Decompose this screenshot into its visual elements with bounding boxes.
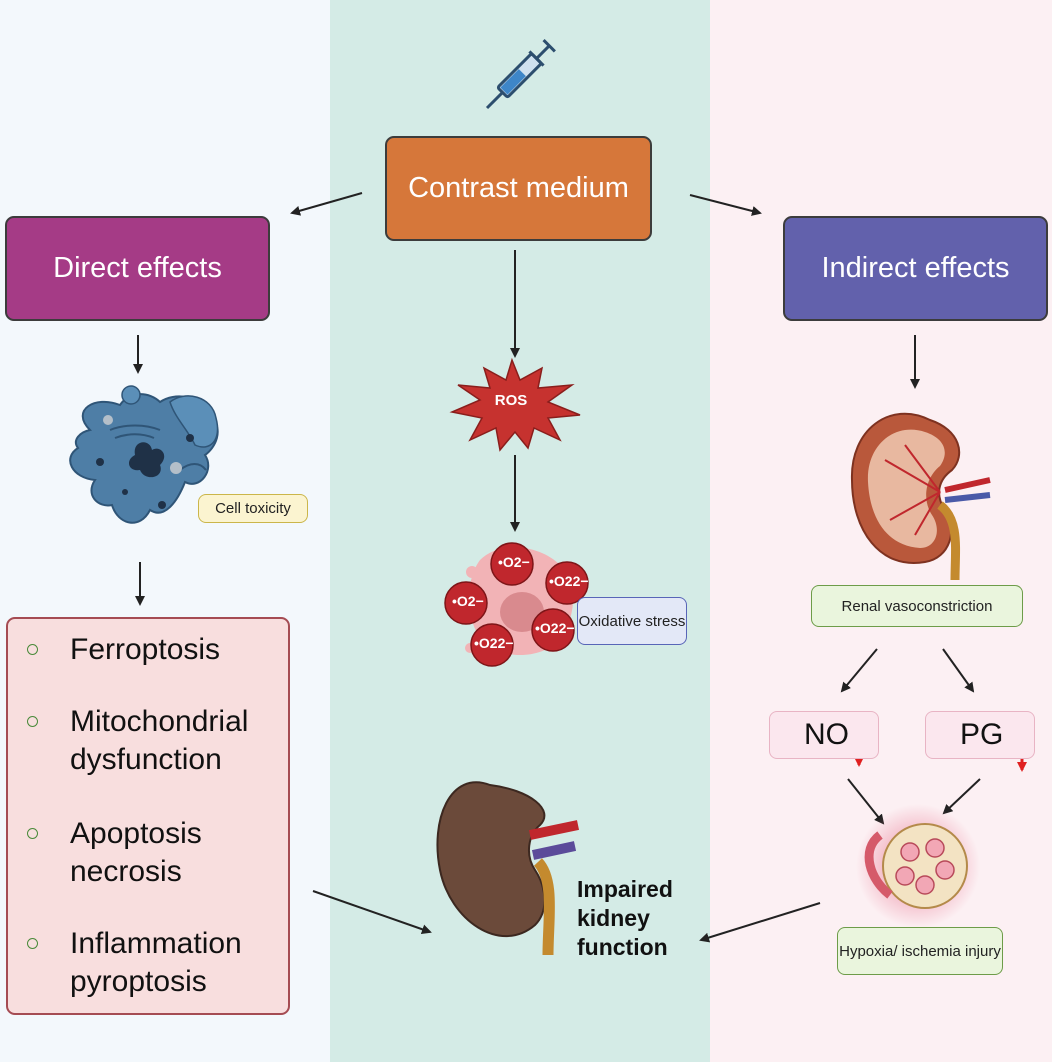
cell-toxicity-text: Cell toxicity: [215, 500, 291, 517]
bullet-icon: [27, 644, 38, 655]
pg-label: PG: [960, 718, 1004, 751]
arrow-renal-to-pg: [942, 648, 975, 693]
direct-effects-label: Direct effects: [53, 252, 222, 284]
direct-effects-box: Direct effects: [5, 216, 270, 321]
outcome-text: dysfunction: [70, 743, 222, 776]
ros-burst-icon: [449, 357, 581, 452]
arrow-list-to-kidney: [312, 890, 432, 935]
renal-vasoconstriction-text: Renal vasoconstriction: [841, 597, 993, 615]
contrast-medium-label: Contrast medium: [408, 172, 629, 204]
ros-label: ROS: [494, 392, 528, 409]
oxidative-stress-label: Oxidative stress: [577, 597, 687, 645]
outcome-text: Mitochondrial: [70, 705, 249, 738]
contrast-medium-box: Contrast medium: [385, 136, 652, 241]
arrow-no-to-hypoxia: [847, 778, 885, 825]
pg-box: PG: [925, 711, 1035, 759]
ischemic-nephron-icon: [856, 804, 980, 928]
oxidative-stress-text: Oxidative stress: [578, 612, 686, 630]
outcome-text: Ferroptosis: [70, 633, 221, 666]
outcome-text: Apoptosis: [70, 817, 202, 850]
outcome-text: pyroptosis: [70, 965, 207, 998]
direct-outcomes-list: Ferroptosis Mitochondrial dysfunction Ap…: [6, 617, 290, 1015]
radical-label: •O22−: [474, 635, 514, 651]
bullet-icon: [27, 828, 38, 839]
damaged-cell-icon: [69, 385, 219, 524]
syringe-icon: [485, 39, 556, 110]
kidney-cross-section-icon: [850, 412, 991, 581]
outcome-text: Inflammation: [70, 927, 242, 960]
arrow-renal-to-no: [840, 648, 878, 693]
arrow-contrast-to-direct: [290, 192, 363, 216]
radical-label: •O2−: [498, 554, 530, 570]
impaired-kidney-function-label: Impaired kidney function: [577, 876, 673, 960]
arrow-contrast-to-indirect: [689, 194, 762, 216]
no-label: NO: [804, 718, 849, 751]
renal-vasoconstriction-label: Renal vasoconstriction: [811, 585, 1023, 627]
no-box: NO: [769, 711, 879, 759]
radical-label: •O22−: [535, 620, 575, 636]
indirect-effects-box: Indirect effects: [783, 216, 1048, 321]
impaired-kidney-icon: [436, 781, 580, 956]
arrow-hypoxia-to-kidney: [699, 902, 821, 943]
radical-label: •O22−: [549, 573, 589, 589]
outcome-text: necrosis: [70, 855, 182, 888]
arrow-pg-to-hypoxia: [942, 778, 981, 815]
superoxide-radicals: [444, 542, 589, 667]
radical-label: •O2−: [452, 593, 484, 609]
bullet-icon: [27, 938, 38, 949]
hypoxia-ischemia-text: Hypoxia/ ischemia injury: [839, 942, 1001, 960]
cell-toxicity-label: Cell toxicity: [198, 494, 308, 523]
hypoxia-ischemia-label: Hypoxia/ ischemia injury: [837, 927, 1003, 975]
indirect-effects-label: Indirect effects: [821, 252, 1010, 284]
bullet-icon: [27, 716, 38, 727]
